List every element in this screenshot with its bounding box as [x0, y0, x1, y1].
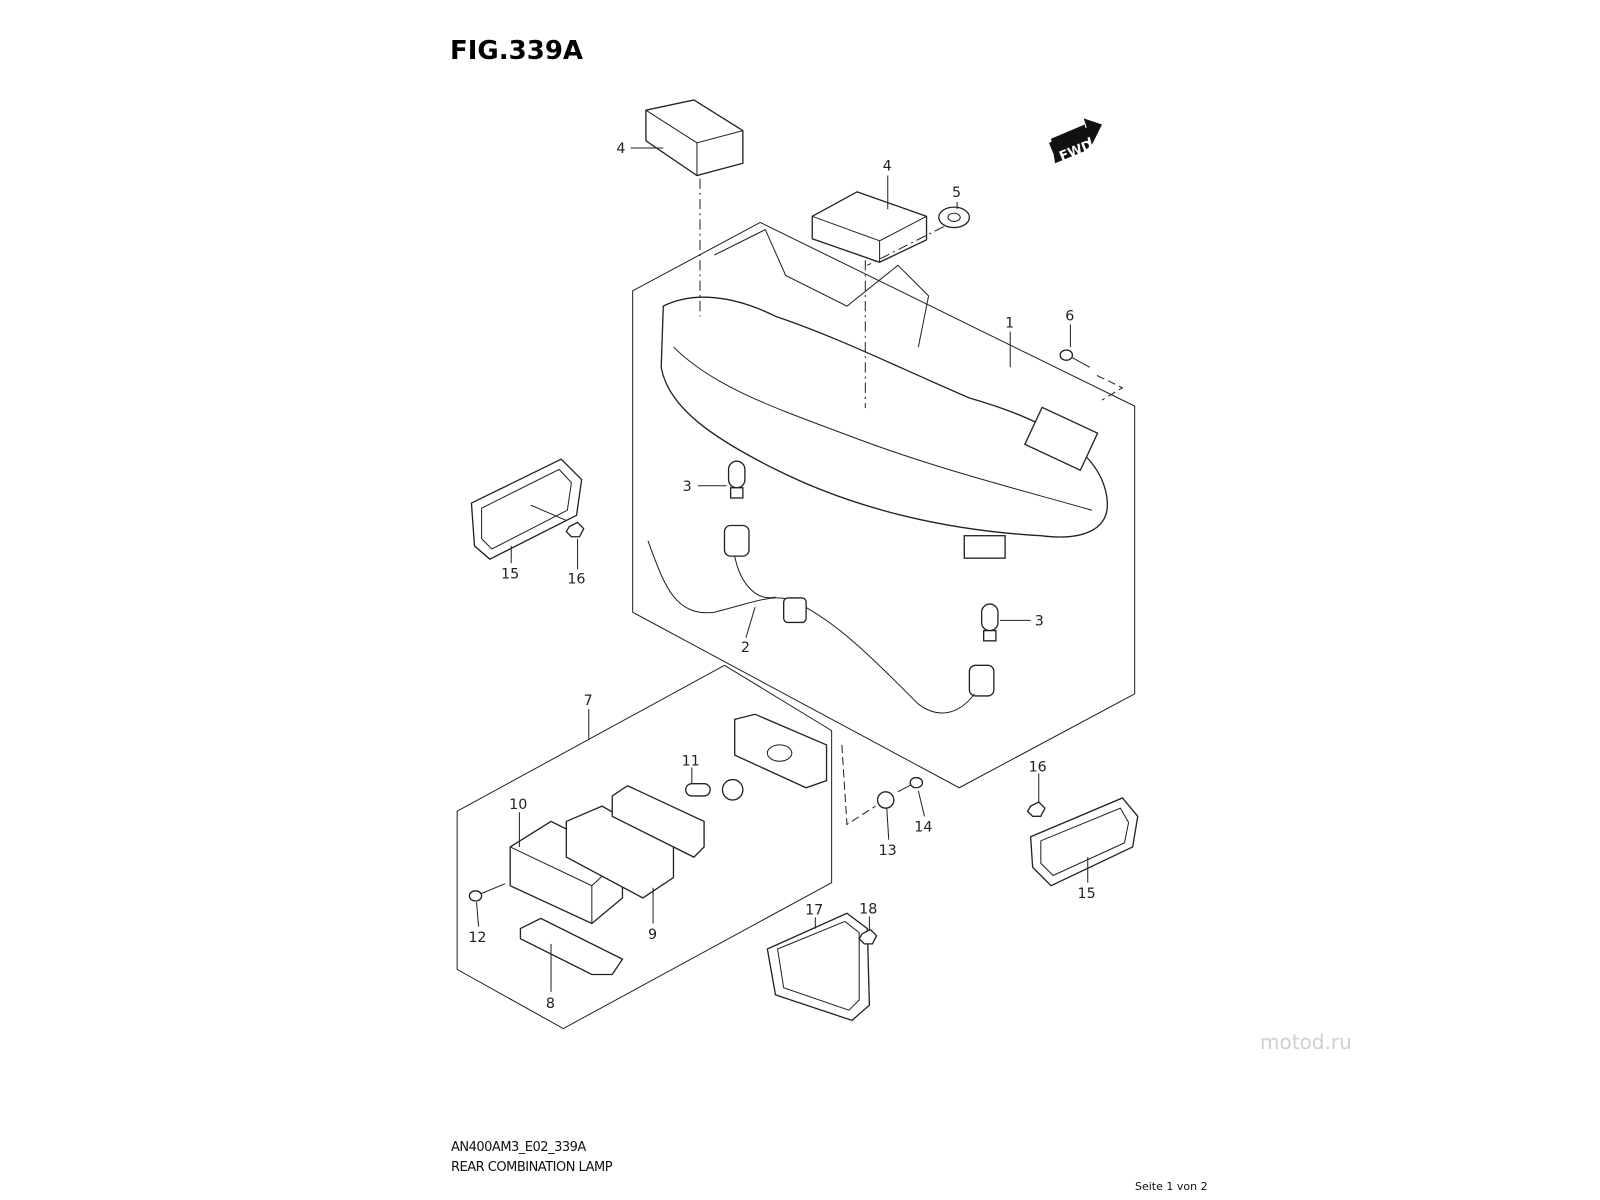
callout-14: 14: [914, 820, 932, 836]
callout-16: 16: [567, 572, 585, 588]
figure-title: FIG.339A: [450, 36, 584, 66]
diagram-title: REAR COMBINATION LAMP: [451, 1160, 613, 1175]
part-2-wiring-harness: [647, 524, 995, 714]
part-8-cover: [519, 917, 624, 976]
fwd-arrow-icon: FWD: [1048, 118, 1103, 165]
part-14-screw: [897, 776, 924, 793]
callout-3: 3: [1035, 614, 1044, 630]
part-4-seal-pad: [645, 99, 744, 177]
part-15-reflector-2: [1029, 797, 1139, 887]
callout-4: 4: [883, 158, 892, 174]
callout-13: 13: [879, 843, 897, 859]
callout-7: 7: [584, 693, 593, 709]
callout-10: 10: [509, 797, 527, 813]
part-17-reflector: [766, 912, 871, 1022]
part-16-nut: [565, 521, 585, 538]
page-indicator: Seite 1 von 2: [1135, 1180, 1208, 1193]
callout-17: 17: [805, 902, 823, 918]
part-3-bulb-2: [980, 603, 999, 642]
watermark-text: motod.ru: [1260, 1030, 1352, 1054]
part-1-rear-combination-lamp: [660, 228, 1108, 559]
callout-1: 1: [1005, 316, 1014, 332]
callout-11: 11: [682, 753, 700, 769]
callout-3: 3: [683, 479, 692, 495]
callout-16: 16: [1029, 759, 1047, 775]
diagram-code: AN400AM3_E02_339A: [451, 1140, 586, 1155]
part-4-seal-pad-2: [811, 191, 928, 263]
part-11-bulb: [685, 778, 744, 801]
part-bracket: [734, 713, 828, 789]
license-lamp-group-box: [456, 664, 833, 1030]
callout-2: 2: [741, 640, 750, 656]
part-5-grommet: [938, 206, 971, 229]
part-3-bulb: [727, 460, 746, 499]
callout-9: 9: [648, 927, 657, 943]
callout-numbers: 4 4 5 1 6 3 3 2 15 16 7 11 10 16 14 13 1…: [468, 141, 1095, 1012]
part-13-washer: [876, 791, 895, 809]
part-16-nut-2: [1026, 801, 1046, 817]
callout-18: 18: [859, 901, 877, 917]
part-12-screw: [468, 883, 506, 902]
callout-12: 12: [468, 930, 486, 946]
callout-8: 8: [546, 996, 555, 1012]
part-15-reflector: [470, 458, 583, 560]
callout-15: 15: [1078, 886, 1096, 902]
part-lamp-housing: [611, 784, 705, 858]
part-9-gasket: [565, 805, 675, 899]
part-6-screw: [1059, 349, 1091, 368]
callout-6: 6: [1065, 308, 1074, 324]
lamp-assembly-group-box: [632, 221, 1136, 789]
callout-4: 4: [616, 141, 625, 157]
callout-15: 15: [501, 567, 519, 583]
leader-lines: [476, 147, 1089, 992]
callout-5: 5: [952, 185, 961, 201]
part-18-nut: [858, 928, 878, 945]
